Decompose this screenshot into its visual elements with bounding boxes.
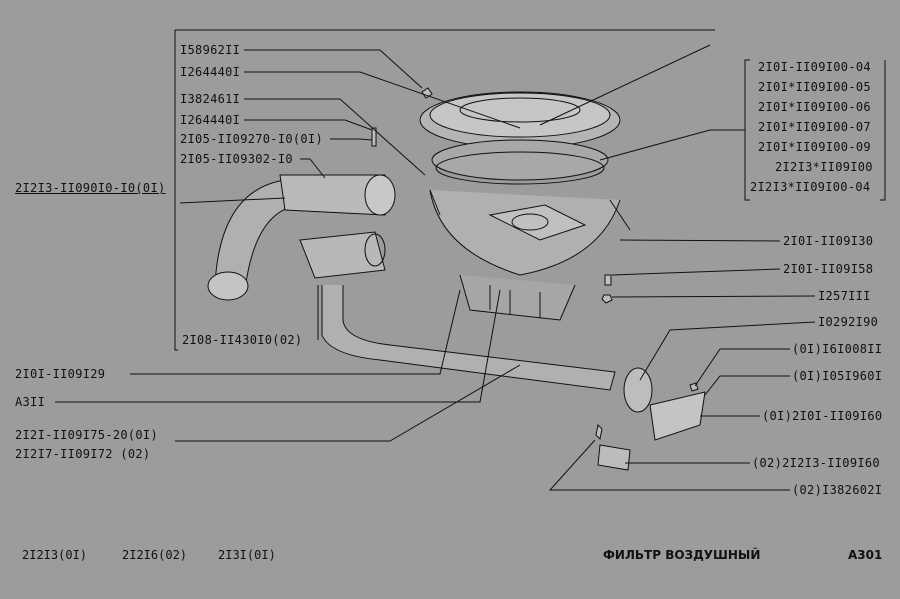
- part-label-r02-1382602: (02)I382602I: [792, 483, 883, 497]
- part-label-r158: 2I0I-II09I58: [783, 262, 874, 276]
- page-title: ФИЛЬТР ВОЗДУШНЫЙ: [603, 548, 761, 562]
- part-label-r09: 2I0I*II09I00-09: [758, 140, 871, 154]
- part-label-1264440-b: I264440I: [180, 113, 241, 127]
- part-label-r1029290: I0292I90: [818, 315, 879, 329]
- page-code: A301: [848, 548, 883, 562]
- group-bracket-left: [174, 30, 178, 351]
- intake-hose-drawing: [207, 174, 396, 301]
- part-label-r130: 2I0I-II09I30: [783, 234, 874, 248]
- part-label-2101-129: 2I0I-II09I29: [15, 367, 106, 381]
- warm-air-hose-drawing: [321, 285, 706, 471]
- footer-model-2: 2I2I6(02): [122, 548, 188, 562]
- part-label-r21213-00: 2I2I3*II09I00: [775, 160, 873, 174]
- part-label-r0161008: (0I)I6I008II: [792, 342, 883, 356]
- part-label-r04: 2I0I-II09I00-04: [758, 60, 871, 74]
- part-label-r0105196: (0I)I05I960I: [792, 369, 883, 383]
- part-label-21213-010: 2I2I3-II090I0-I0(0I): [15, 181, 166, 195]
- part-label-r21213-04: 2I2I3*II09I00-04: [750, 180, 871, 194]
- part-label-a311: A3II: [15, 395, 46, 409]
- part-label-2108-1143010: 2I08-II430I0(02): [182, 333, 303, 347]
- filter-housing-drawing: [419, 91, 631, 321]
- part-label-2105-302: 2I05-II09302-I0: [180, 152, 293, 166]
- part-label-1264440-a: I264440I: [180, 65, 241, 79]
- leader-lines: [55, 44, 816, 491]
- heater-intake-drawing: [299, 231, 386, 279]
- part-label-r07: 2I0I*II09I00-07: [758, 120, 871, 134]
- part-label-2121-175: 2I2I-II09I75-20(0I): [15, 428, 158, 442]
- part-label-r06: 2I0I*II09I00-06: [758, 100, 871, 114]
- part-label-r01-160: (0I)2I0I-II09I60: [762, 409, 883, 423]
- footer-model-1: 2I2I3(0I): [22, 548, 88, 562]
- part-label-r02-21213-160: (02)2I2I3-II09I60: [752, 456, 880, 470]
- part-label-r05: 2I0I*II09I00-05: [758, 80, 871, 94]
- part-label-r1257411: I257III: [818, 289, 871, 303]
- part-label-1382461: I382461I: [180, 92, 241, 106]
- part-label-158962: I58962II: [180, 43, 241, 57]
- group-bracket-right: [710, 59, 750, 201]
- footer-model-3: 2I3I(0I): [218, 548, 276, 562]
- part-label-21217-172: 2I2I7-II09I72 (02): [15, 447, 151, 461]
- part-label-2105-270: 2I05-II09270-I0(0I): [180, 132, 323, 146]
